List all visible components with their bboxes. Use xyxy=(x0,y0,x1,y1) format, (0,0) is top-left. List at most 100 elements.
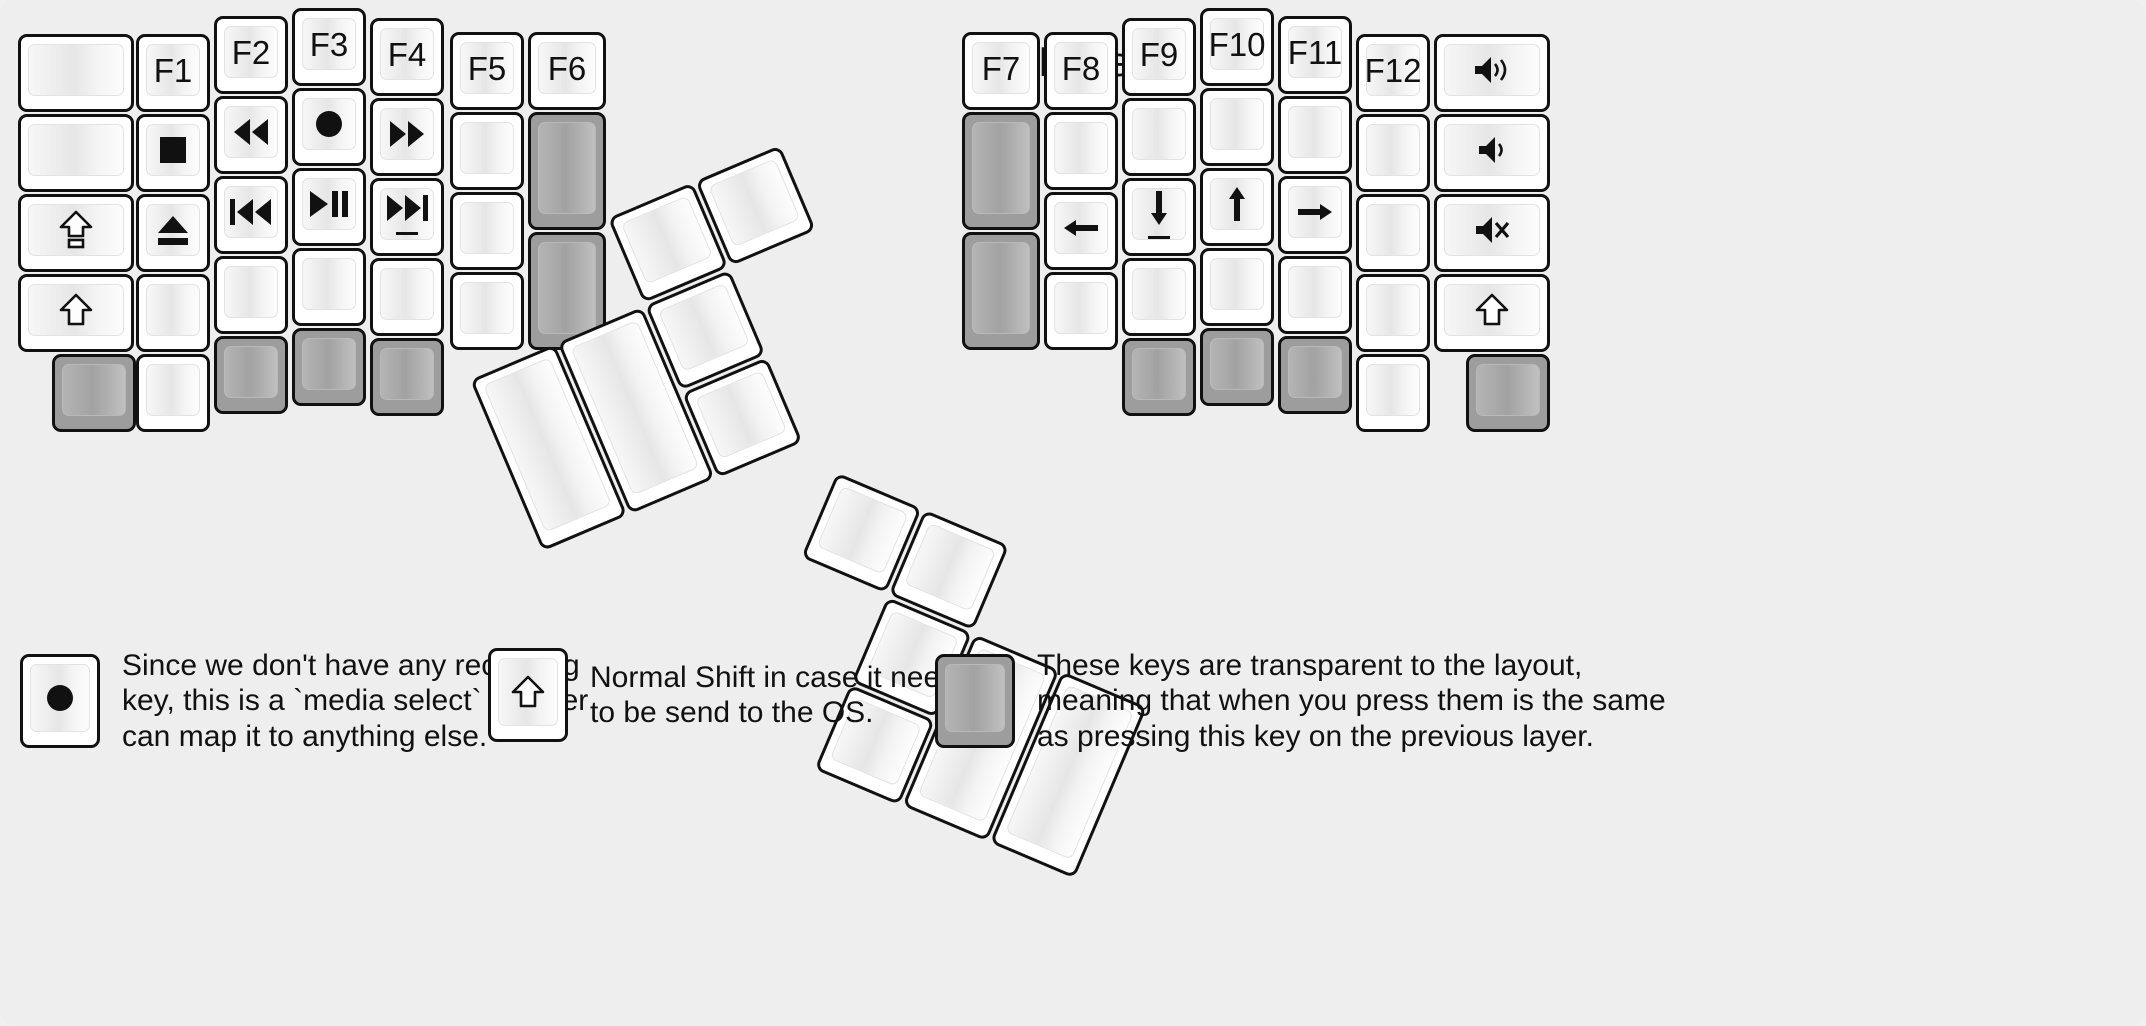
key-blank[interactable] xyxy=(1200,248,1274,326)
key-blank[interactable] xyxy=(1122,258,1196,336)
key-media-record[interactable] xyxy=(292,88,366,166)
key-volume-mute[interactable] xyxy=(1434,194,1550,272)
keycap-face xyxy=(1288,266,1342,318)
key-blank[interactable] xyxy=(1356,354,1430,432)
key-blank[interactable] xyxy=(136,274,210,352)
key-blank[interactable] xyxy=(1200,88,1274,166)
key-media-playpause[interactable] xyxy=(292,168,366,246)
keycap-face xyxy=(1366,284,1420,336)
key-blank[interactable] xyxy=(1278,256,1352,334)
key-blank[interactable] xyxy=(1044,272,1118,350)
key-transparent[interactable] xyxy=(962,232,1040,350)
caps-lock-icon xyxy=(59,210,93,250)
key-blank[interactable] xyxy=(136,354,210,432)
key-media-forward[interactable] xyxy=(370,98,444,176)
key-blank[interactable] xyxy=(370,258,444,336)
key-volume-down[interactable] xyxy=(1434,114,1550,192)
key-arrow-left[interactable] xyxy=(1044,192,1118,270)
key-transparent[interactable] xyxy=(528,112,606,230)
legend-line: Normal Shift in case it needs xyxy=(590,660,972,694)
key-blank[interactable] xyxy=(18,34,134,112)
key-f8[interactable]: F8 xyxy=(1044,32,1118,110)
keycap-face xyxy=(146,284,200,336)
keycap-face xyxy=(904,522,997,612)
key-transparent[interactable] xyxy=(1466,354,1550,432)
key-shift[interactable] xyxy=(18,274,134,352)
keycap-face xyxy=(1288,346,1342,398)
key-legend-text: F12 xyxy=(1364,51,1422,89)
key-media-prev[interactable] xyxy=(214,176,288,254)
key-transparent[interactable] xyxy=(1122,338,1196,416)
keycap-face xyxy=(1210,258,1264,310)
keycap-face xyxy=(538,242,596,334)
key-transparent[interactable] xyxy=(292,328,366,406)
key-shift[interactable] xyxy=(1434,274,1550,352)
key-media-eject[interactable] xyxy=(136,194,210,272)
key-media-next[interactable] xyxy=(370,178,444,256)
key-f1[interactable]: F1 xyxy=(136,34,210,112)
key-legend-text: F9 xyxy=(1139,35,1179,73)
key-legend-text: F1 xyxy=(153,51,193,89)
key-f2[interactable]: F2 xyxy=(214,16,288,94)
key-blank[interactable] xyxy=(1356,274,1430,352)
key-media-stop[interactable] xyxy=(136,114,210,192)
key-f10[interactable]: F10 xyxy=(1200,8,1274,86)
key-caps-lock[interactable] xyxy=(18,194,134,272)
key-blank[interactable] xyxy=(450,112,524,190)
keycap-face xyxy=(945,664,1005,733)
key-transparent[interactable] xyxy=(1200,328,1274,406)
key-f12[interactable]: F12 xyxy=(1356,34,1430,112)
key-transparent[interactable] xyxy=(370,338,444,416)
legend-line: as pressing this key on the previous lay… xyxy=(1037,719,1594,753)
key-f5[interactable]: F5 xyxy=(450,32,524,110)
key-f3[interactable]: F3 xyxy=(292,8,366,86)
arrow-right-icon xyxy=(1296,197,1334,227)
key-blank[interactable] xyxy=(292,248,366,326)
key-blank[interactable] xyxy=(214,256,288,334)
legend-line: can map it to anything else. xyxy=(122,719,488,753)
key-blank[interactable] xyxy=(1356,194,1430,272)
key-transparent[interactable] xyxy=(52,354,136,432)
key-volume-up[interactable] xyxy=(1434,34,1550,112)
arrow-up-icon xyxy=(1222,185,1252,223)
key-f7[interactable]: F7 xyxy=(962,32,1040,110)
legend-line: to be send to the OS. xyxy=(590,696,874,729)
key-legend-text: F11 xyxy=(1287,33,1343,71)
key-arrow-up[interactable] xyxy=(1200,168,1274,246)
key-arrow-right[interactable] xyxy=(1278,176,1352,254)
keycap-face xyxy=(380,268,434,320)
key-blank[interactable] xyxy=(18,114,134,192)
key-arrow-down[interactable] xyxy=(1122,178,1196,256)
key-blank[interactable] xyxy=(1122,98,1196,176)
key-f4[interactable]: F4 xyxy=(370,18,444,96)
key-legend-text: F5 xyxy=(467,49,507,87)
keycap-face xyxy=(224,346,278,398)
keycap-face xyxy=(62,364,126,416)
key-blank[interactable] xyxy=(1356,114,1430,192)
legend-sample-key-2 xyxy=(488,648,568,742)
key-blank[interactable] xyxy=(450,272,524,350)
keycap-face xyxy=(302,258,356,310)
key-f6[interactable]: F6 xyxy=(528,32,606,110)
key-f9[interactable]: F9 xyxy=(1122,18,1196,96)
keycap-face xyxy=(460,122,514,174)
keycap-face xyxy=(224,266,278,318)
key-transparent[interactable] xyxy=(962,112,1040,230)
legend-text-3: These keys are transparent to the layout… xyxy=(1037,648,1666,754)
key-transparent[interactable] xyxy=(1278,336,1352,414)
key-f11[interactable]: F11 xyxy=(1278,16,1352,94)
keycap-face xyxy=(28,44,124,96)
keycap-face xyxy=(1366,364,1420,416)
key-blank[interactable] xyxy=(450,192,524,270)
keycap-face xyxy=(658,282,751,372)
key-sub-hint xyxy=(396,232,418,235)
legend-sample-key-3 xyxy=(935,654,1015,749)
key-transparent[interactable] xyxy=(214,336,288,414)
key-blank[interactable] xyxy=(1044,112,1118,190)
key-media-rewind[interactable] xyxy=(214,96,288,174)
key-legend-text: F6 xyxy=(547,49,587,87)
key-blank[interactable] xyxy=(1278,96,1352,174)
keycap-face xyxy=(816,485,909,575)
media-record-icon xyxy=(30,664,90,733)
